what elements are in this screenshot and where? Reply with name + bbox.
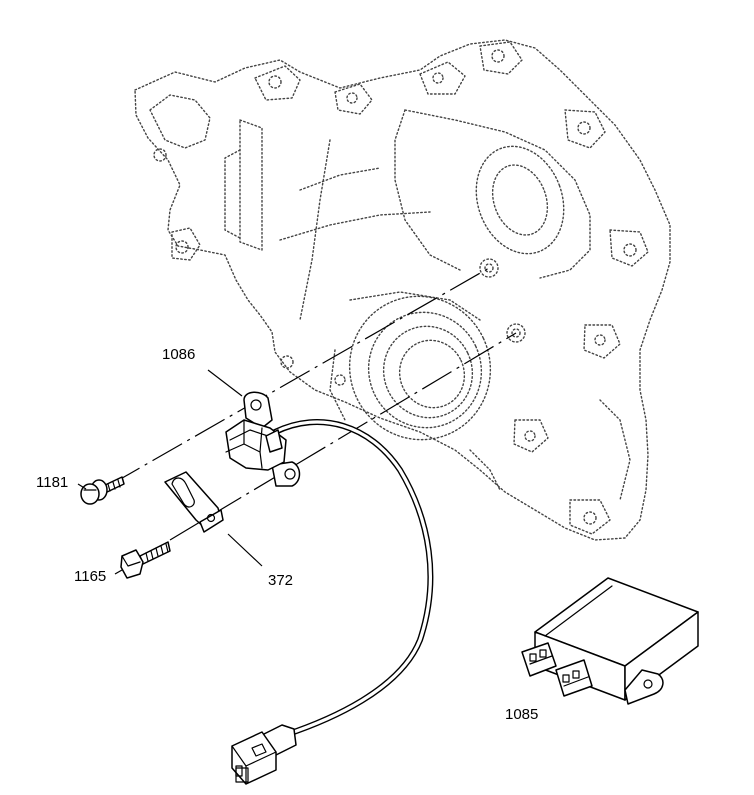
crankshaft-position-sensor-icon	[225, 391, 301, 487]
bracket-372-icon	[164, 471, 224, 533]
control-module-1085-icon	[521, 577, 699, 705]
leader-line-1181	[77, 483, 87, 490]
timing-cover-outline-icon	[134, 39, 671, 541]
harness-connector-icon	[231, 724, 297, 785]
callout-1165: 1165	[74, 568, 106, 585]
callout-1085: 1085	[505, 706, 538, 723]
callout-1181: 1181	[36, 474, 68, 491]
bolt-1181-icon	[80, 476, 125, 505]
alignment-line-lower	[169, 332, 517, 541]
alignment-line-upper	[109, 267, 490, 486]
leader-line-1165	[114, 569, 123, 575]
leader-line-372	[227, 533, 263, 567]
leader-line-1086	[207, 369, 243, 397]
callout-1086: 1086	[162, 346, 195, 363]
callout-372: 372	[268, 572, 293, 589]
wiring-harness-icon	[272, 419, 434, 738]
bolt-1165-icon	[120, 541, 171, 579]
